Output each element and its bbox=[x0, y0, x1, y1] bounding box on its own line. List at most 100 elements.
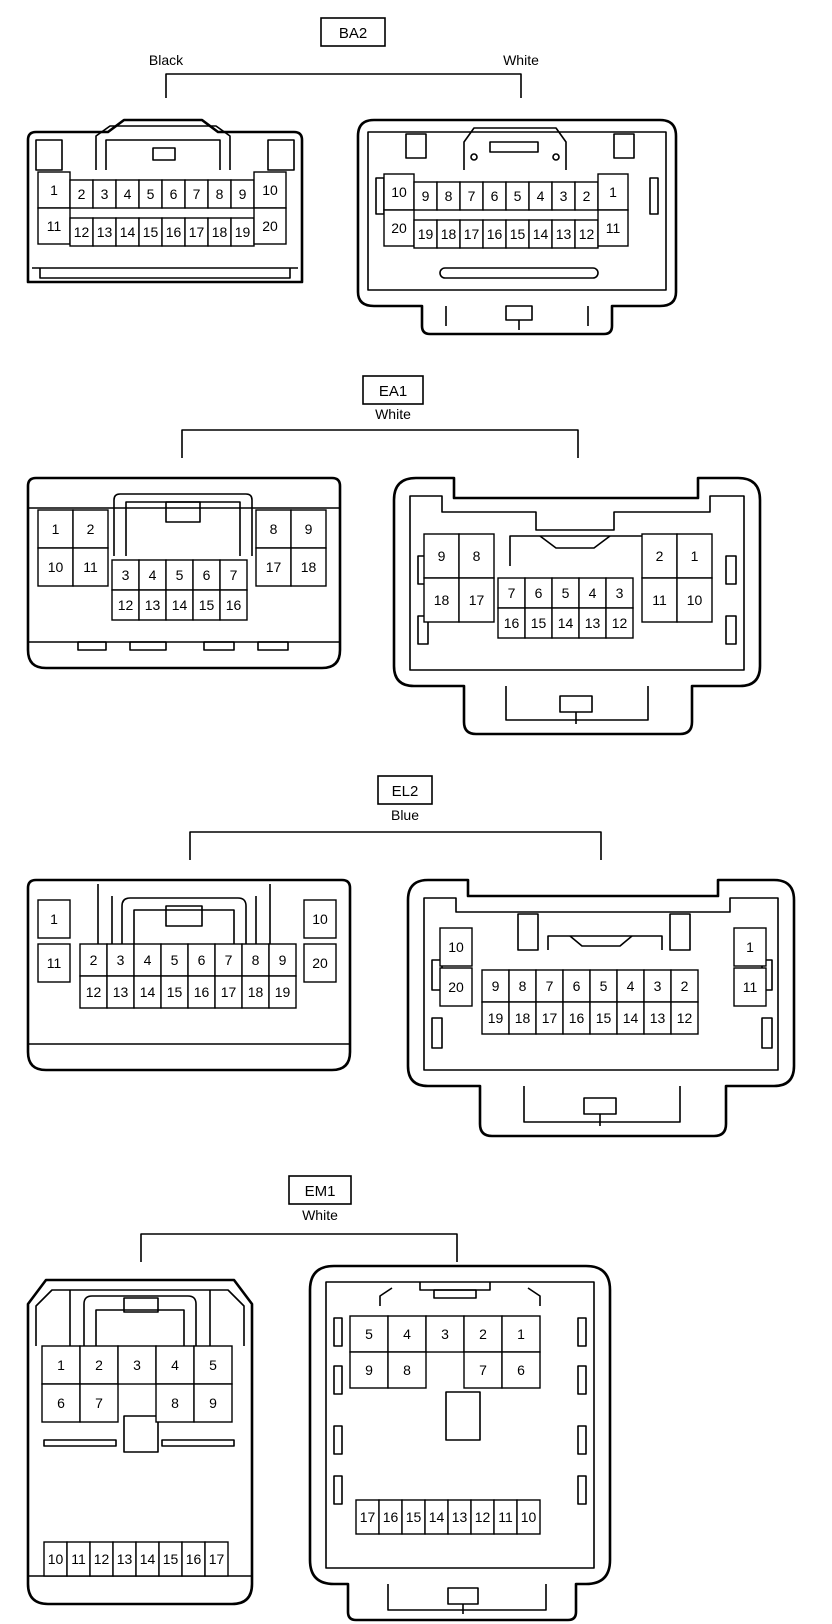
pin-number: 16 bbox=[226, 597, 242, 613]
pin-box bbox=[349, 1315, 389, 1353]
pin-box bbox=[733, 967, 767, 1007]
pin-number: 4 bbox=[403, 1326, 411, 1342]
pin-number: 13 bbox=[452, 1509, 468, 1525]
pin-cell: 15 bbox=[401, 1499, 426, 1535]
pin-cell: 5 bbox=[551, 577, 580, 609]
pin-cell: 5 bbox=[505, 181, 530, 211]
pin-cell: 14 bbox=[133, 975, 162, 1009]
pin-box bbox=[562, 969, 591, 1003]
pin-number: 12 bbox=[86, 984, 102, 1000]
pin-box bbox=[219, 589, 248, 621]
pin-number: 5 bbox=[176, 567, 184, 583]
pin-cell: 11 bbox=[37, 943, 71, 983]
pin-number: 11 bbox=[743, 979, 758, 995]
pin-box bbox=[670, 969, 699, 1003]
pin-cell: 3 bbox=[425, 1315, 465, 1353]
pin-box bbox=[79, 1383, 119, 1423]
pin-cell: 16 bbox=[219, 589, 248, 621]
pin-box bbox=[463, 1315, 503, 1353]
pin-box bbox=[106, 975, 135, 1009]
pin-box bbox=[133, 975, 162, 1009]
pin-number: 3 bbox=[101, 186, 109, 202]
pin-number: 12 bbox=[579, 226, 595, 242]
pin-cell: 1 bbox=[501, 1315, 541, 1353]
pin-number: 12 bbox=[94, 1551, 110, 1567]
pin-box bbox=[501, 1315, 541, 1353]
pin-box bbox=[79, 975, 108, 1009]
pin-number: 19 bbox=[235, 224, 251, 240]
pin-number: 9 bbox=[239, 186, 247, 202]
pin-number: 2 bbox=[87, 521, 95, 537]
pin-cell: 19 bbox=[268, 975, 297, 1009]
pin-cell: 7 bbox=[497, 577, 526, 609]
pin-number: 7 bbox=[479, 1362, 487, 1378]
pin-box bbox=[597, 209, 629, 247]
pin-number: 10 bbox=[448, 939, 464, 955]
pin-cell: 6 bbox=[501, 1351, 541, 1389]
pin-cell: 19 bbox=[413, 219, 438, 249]
pin-number: 12 bbox=[118, 597, 134, 613]
pin-number: 5 bbox=[600, 978, 608, 994]
pin-cell: 17 bbox=[184, 217, 209, 247]
pin-cell: 9 bbox=[349, 1351, 389, 1389]
pin-box bbox=[37, 899, 71, 939]
pin-cell: 9 bbox=[193, 1383, 233, 1423]
pin-number: 2 bbox=[656, 548, 664, 564]
pin-cell: 8 bbox=[241, 943, 270, 977]
pin-cell: 6 bbox=[482, 181, 507, 211]
pin-number: 19 bbox=[275, 984, 291, 1000]
pin-box bbox=[37, 207, 71, 245]
pin-box bbox=[481, 1001, 510, 1035]
pin-number: 10 bbox=[312, 911, 328, 927]
pin-cell: 12 bbox=[89, 1541, 114, 1577]
pin-cell: 4 bbox=[115, 179, 140, 209]
pin-box bbox=[204, 1541, 229, 1577]
pin-cell: 3 bbox=[643, 969, 672, 1003]
pin-box bbox=[501, 1351, 541, 1389]
pin-cell: 18 bbox=[241, 975, 270, 1009]
pin-number: 4 bbox=[171, 1357, 179, 1373]
pin-cell: 15 bbox=[589, 1001, 618, 1035]
pin-box bbox=[578, 577, 607, 609]
pin-number: 3 bbox=[441, 1326, 449, 1342]
pin-number: 8 bbox=[403, 1362, 411, 1378]
pin-number: 10 bbox=[521, 1509, 537, 1525]
pin-number: 14 bbox=[533, 226, 549, 242]
pin-cell: 5 bbox=[165, 559, 194, 591]
pin-number: 5 bbox=[562, 585, 570, 601]
pin-box bbox=[255, 509, 292, 549]
pin-number: 11 bbox=[498, 1509, 513, 1525]
pin-number: 1 bbox=[52, 521, 60, 537]
pin-box bbox=[165, 589, 194, 621]
pin-cell: 10 bbox=[676, 577, 713, 623]
pin-number: 8 bbox=[519, 978, 527, 994]
pin-number: 14 bbox=[140, 1551, 156, 1567]
pin-cell: 9 bbox=[268, 943, 297, 977]
pin-cell: 18 bbox=[436, 219, 461, 249]
pin-number: 1 bbox=[746, 939, 754, 955]
pin-number: 9 bbox=[438, 548, 446, 564]
pin-cell: 16 bbox=[378, 1499, 403, 1535]
pin-number: 3 bbox=[117, 952, 125, 968]
pin-number: 17 bbox=[469, 592, 485, 608]
pin-number: 8 bbox=[171, 1395, 179, 1411]
pin-cell: 3 bbox=[92, 179, 117, 209]
pin-cell: 15 bbox=[505, 219, 530, 249]
pin-cell: 4 bbox=[578, 577, 607, 609]
pin-cell: 7 bbox=[219, 559, 248, 591]
pin-number: 3 bbox=[133, 1357, 141, 1373]
pin-number: 2 bbox=[583, 188, 591, 204]
pin-number: 13 bbox=[556, 226, 572, 242]
pin-cell: 13 bbox=[106, 975, 135, 1009]
pin-cell: 17 bbox=[204, 1541, 229, 1577]
pin-cell: 9 bbox=[290, 509, 327, 549]
